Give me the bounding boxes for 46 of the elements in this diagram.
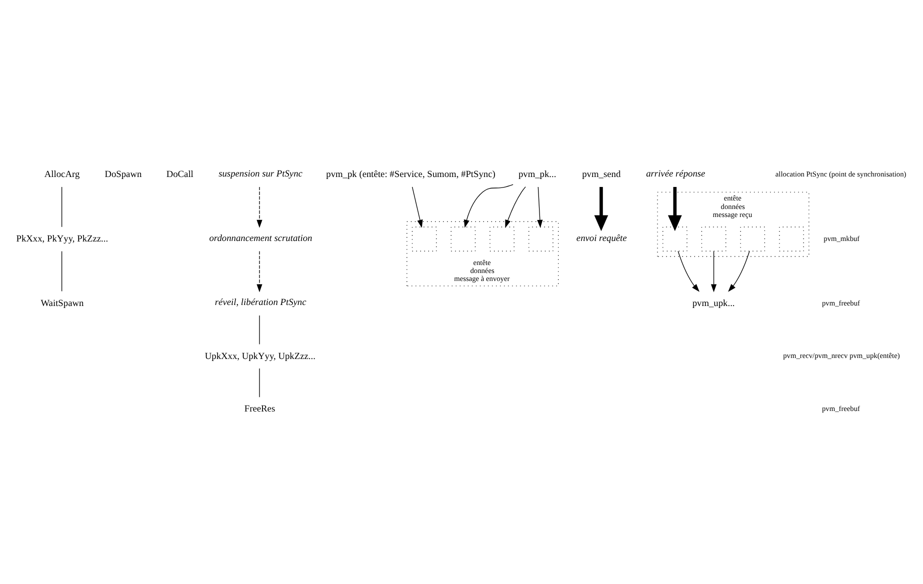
node-text: suspension sur PtSync (218, 170, 302, 180)
label: pvm_recv/pvm_nrecv pvm_upk(entête) (783, 351, 900, 360)
cluster: entête données message reçu (657, 192, 810, 257)
node-box (662, 226, 688, 252)
label: allocation PtSync (point de synchronisation) (775, 170, 906, 179)
arrow (728, 250, 750, 292)
node-text: UpkXxx, UpkYyy, UpkZzz... (204, 352, 316, 362)
connector (61, 186, 62, 228)
connector (61, 250, 62, 292)
node-text: DoSpawn (104, 170, 142, 180)
arrow (256, 186, 262, 228)
node-text: arrivée réponse (646, 170, 706, 180)
node-text: ordonnancement scrutation (209, 234, 312, 244)
arrow (505, 186, 526, 228)
connector (259, 315, 260, 345)
arrow (256, 250, 262, 292)
arrow (710, 250, 717, 292)
node-box (412, 226, 437, 252)
label: pvm_mkbuf (824, 234, 860, 243)
node-box (779, 226, 804, 252)
node-text: réveil, libération PtSync (214, 298, 306, 308)
node-text: WaitSpawn (40, 298, 84, 309)
node-text: AllocArg (44, 170, 80, 180)
cluster: entête données message à envoyer (406, 221, 559, 286)
node-text: PkXxx, PkYyy, PkZzz... (16, 234, 108, 245)
arrow (668, 186, 682, 232)
arrow (678, 250, 700, 292)
node-text: pvm_pk... (518, 170, 556, 180)
node-text: pvm_pk (entête: #Service, Sumom, #PtSync) (326, 170, 496, 180)
node-box (450, 226, 476, 252)
connector (259, 368, 260, 398)
node-box (740, 226, 766, 252)
node-box (701, 226, 726, 252)
arrow (412, 186, 423, 228)
arrow (537, 186, 543, 228)
node-text: envoi requête (576, 234, 627, 244)
node-text: pvm_send (582, 170, 621, 180)
label: pvm_freebuf (822, 298, 860, 308)
node-box (528, 226, 554, 252)
node-text: FreeRes (244, 404, 276, 415)
arrow (594, 186, 608, 232)
node-text: DoCall (166, 170, 194, 180)
node-box (490, 226, 514, 252)
label: pvm_freebuf (822, 404, 860, 414)
node-text: pvm_upk... (692, 298, 735, 309)
arrow (464, 184, 514, 228)
